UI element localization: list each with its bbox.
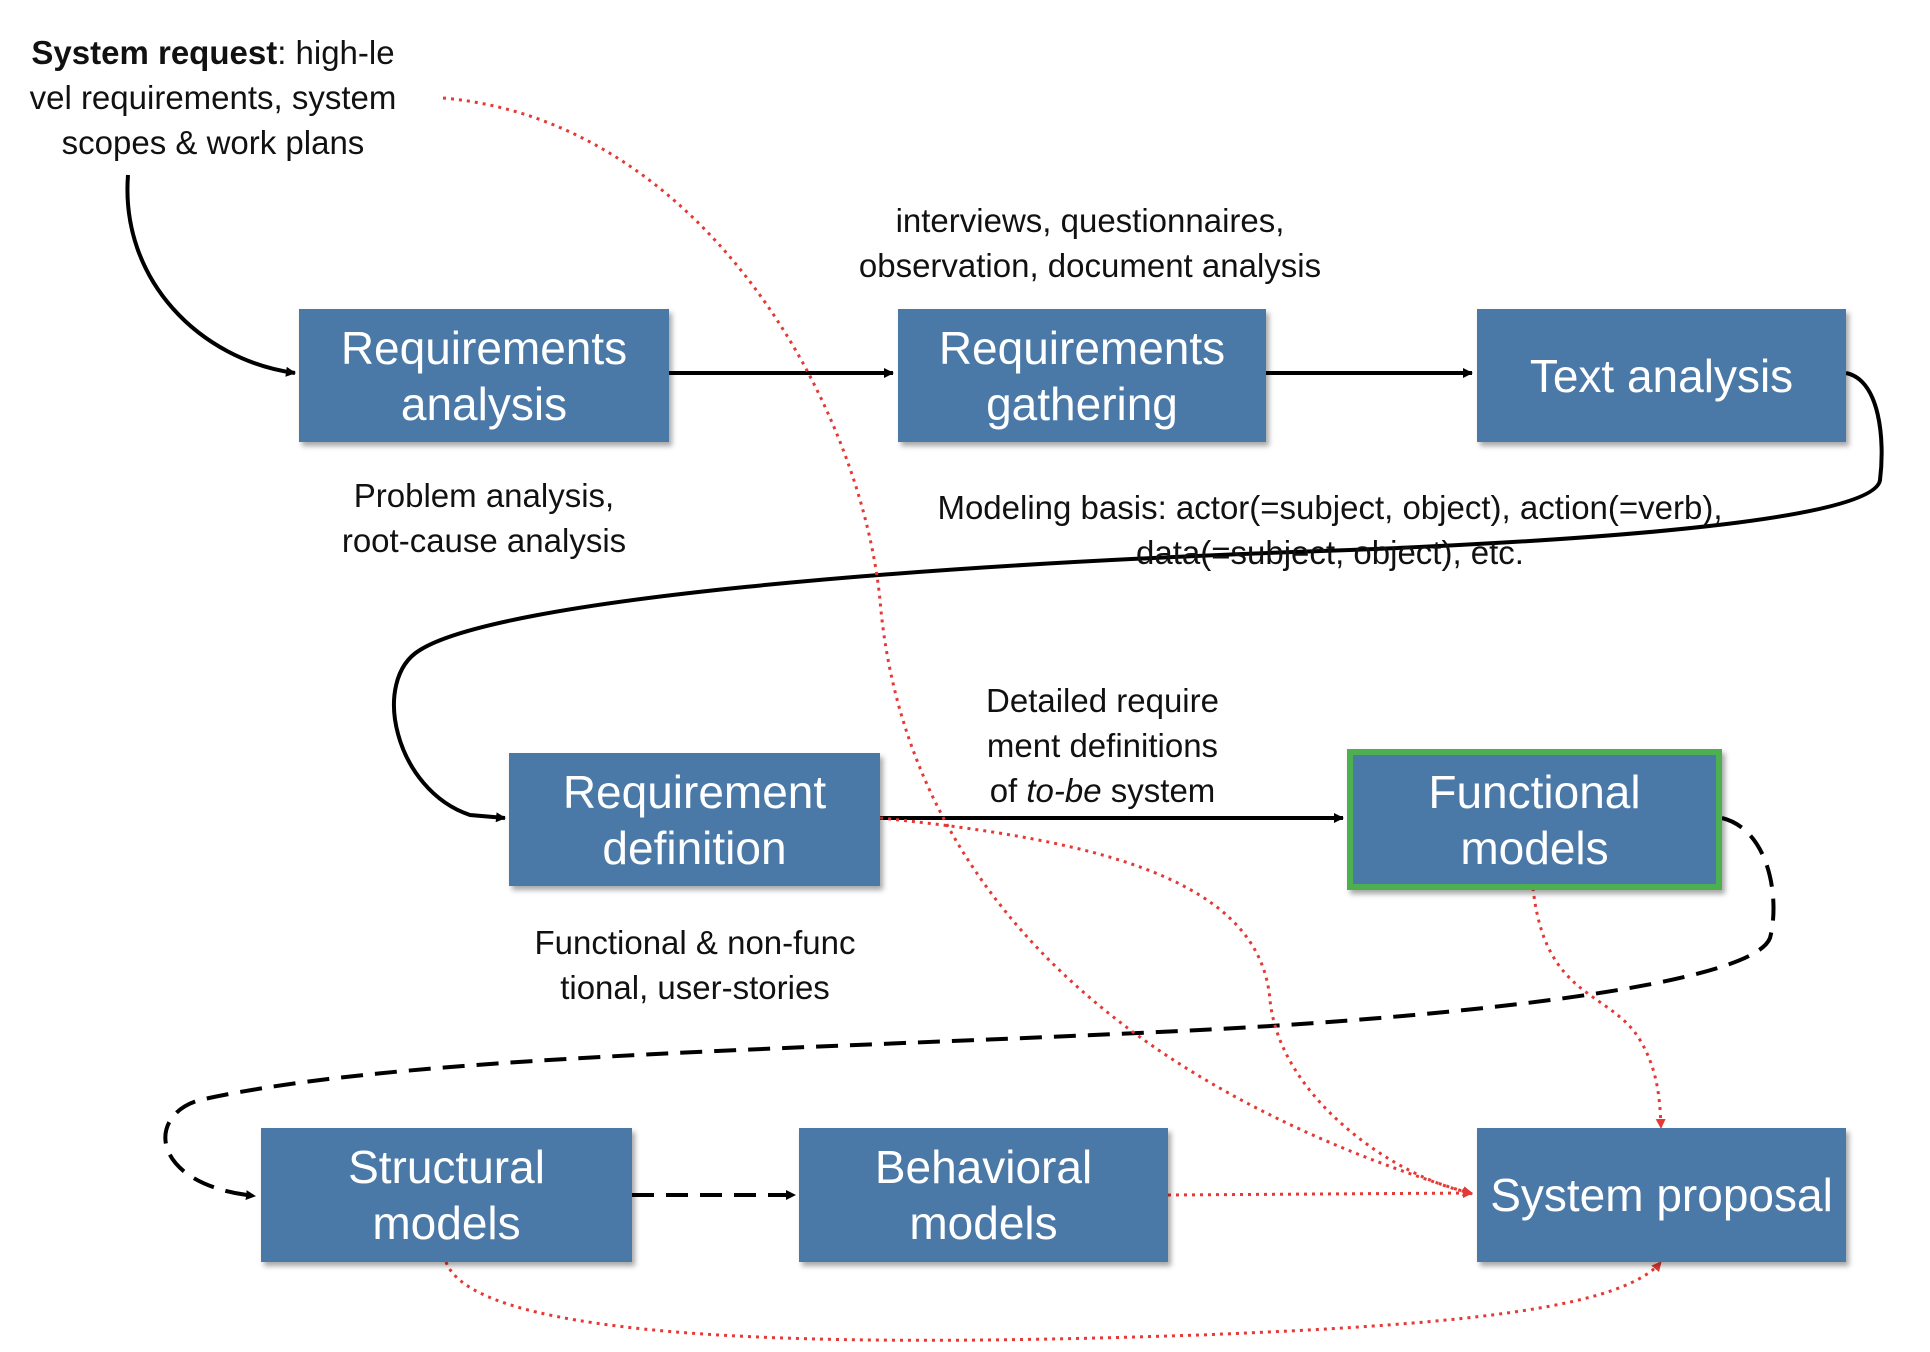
system-request-label: System request	[31, 34, 278, 71]
requirement-definition-label: Requirement definition	[562, 765, 827, 874]
feed-behavioral-to-proposal	[1167, 1188, 1473, 1199]
structural-models-label: Structural models	[348, 1141, 545, 1249]
feed-functional-to-proposal	[1531, 887, 1666, 1129]
functional-models-label: Functional models	[1428, 765, 1641, 874]
problem-analysis-line1: Problem analysis,	[353, 477, 615, 514]
problem-analysis-note: Problem analysis, root-cause analysis	[299, 473, 669, 563]
functional-types-line2: tional, user-stories	[560, 969, 830, 1006]
requirement-definition-box[interactable]: Requirement definition	[509, 753, 880, 886]
text-analysis-box[interactable]: Text analysis	[1477, 309, 1846, 442]
detailed-line1: Detailed require	[986, 682, 1219, 719]
functional-types-line1: Functional & non-func	[534, 924, 856, 961]
system-request-line2: vel requirements, system	[29, 79, 397, 116]
arrow-text-to-definition	[392, 371, 1884, 823]
system-request-note: System request: high-le vel requirements…	[8, 30, 418, 165]
behavioral-models-box[interactable]: Behavioral models	[799, 1128, 1168, 1262]
system-proposal-label: System proposal	[1490, 1169, 1833, 1221]
modeling-basis-line1: Modeling basis: actor(=subject, object),…	[937, 489, 1723, 526]
detailed-line3-em: to-be	[1026, 772, 1102, 809]
requirements-gathering-label: Requirements gathering	[938, 321, 1226, 430]
requirements-gathering-box[interactable]: Requirements gathering	[898, 309, 1266, 442]
feed-structural-to-proposal	[444, 1261, 1663, 1342]
structural-models-box[interactable]: Structural models	[261, 1128, 632, 1262]
detailed-line3-post: system	[1101, 772, 1216, 809]
system-request-line3: scopes & work plans	[61, 124, 365, 161]
functional-types-note: Functional & non-func tional, user-stori…	[490, 920, 900, 1010]
gathering-methods-line2: observation, document analysis	[858, 247, 1322, 284]
gathering-methods-note: interviews, questionnaires, observation,…	[820, 198, 1360, 288]
arrow-functional-to-structural	[163, 816, 1776, 1201]
detailed-line3-pre: of	[989, 772, 1027, 809]
system-request-text: : high-le	[277, 34, 395, 71]
behavioral-models-label: Behavioral models	[874, 1141, 1093, 1249]
requirements-analysis-box[interactable]: Requirements analysis	[299, 309, 669, 442]
system-proposal-box[interactable]: System proposal	[1477, 1128, 1846, 1262]
functional-models-box[interactable]: Functional models	[1347, 749, 1722, 890]
modeling-basis-note: Modeling basis: actor(=subject, object),…	[880, 485, 1780, 575]
arrow-request-to-analysis	[125, 174, 296, 377]
requirements-analysis-label: Requirements analysis	[340, 321, 628, 430]
modeling-basis-line2: data(=subject, object), etc.	[1136, 534, 1524, 571]
detailed-line2: ment definitions	[986, 727, 1219, 764]
text-analysis-label: Text analysis	[1529, 349, 1794, 402]
detailed-definitions-note: Detailed require ment definitions of to-…	[930, 678, 1275, 813]
gathering-methods-line1: interviews, questionnaires,	[895, 202, 1285, 239]
problem-analysis-line2: root-cause analysis	[341, 522, 627, 559]
